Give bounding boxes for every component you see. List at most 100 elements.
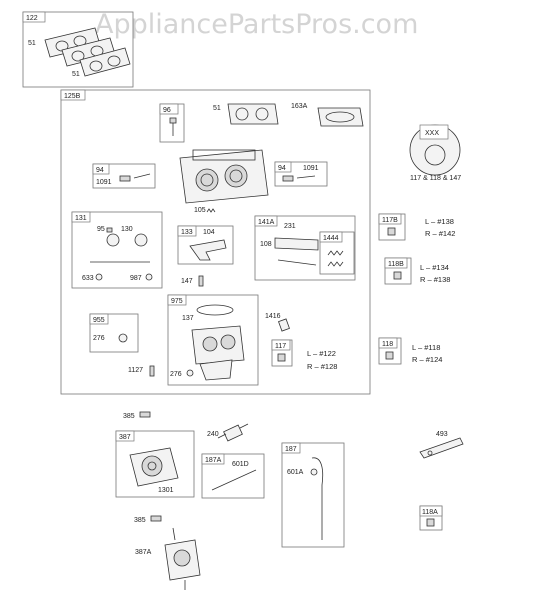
screw-icon [149,365,155,377]
label-147: 147 [181,278,193,285]
label-493: 493 [436,431,448,438]
screw-icon [198,275,204,287]
label-387: 387 [119,434,131,441]
label-385-top: 385 [123,413,135,420]
group-94-right: 94 1091 [274,161,328,187]
ref-117-right: R – #128 [307,362,337,371]
ref-118b-left: L – #134 [420,263,449,272]
hose-icon [211,469,257,491]
carburetor-icon [191,304,245,381]
label-51-bottom: 51 [72,71,80,78]
label-122: 122 [26,15,38,22]
label-104: 104 [203,229,215,236]
group-387: 387 1301 [115,430,195,498]
label-1091-left: 1091 [96,179,112,186]
label-633: 633 [82,275,94,282]
label-987: 987 [130,275,142,282]
label-141a: 141A [258,219,275,226]
label-1127: 1127 [128,367,143,374]
jet-icon [385,351,394,360]
label-1416: 1416 [265,313,281,320]
spring-icon [327,250,344,267]
ref-117b-left: L – #138 [425,217,454,226]
group-187: 187 601A [281,442,345,548]
jet-icon [277,353,286,362]
screw-icon [150,515,162,522]
group-133: 133 104 [177,225,234,265]
label-276: 276 [93,335,105,342]
clamp-icon [310,468,318,476]
bracket-icon [189,239,227,261]
label-137: 137 [182,315,194,322]
fuel-pump-icon [129,447,179,487]
label-975: 975 [171,298,183,305]
group-187a: 187A 601D [201,453,265,499]
fuel-filter-icon [217,423,249,442]
label-105: 105 [194,207,206,214]
nut-icon [118,333,128,343]
ref-118-right: R – #124 [412,355,442,364]
label-96: 96 [163,107,171,114]
label-118a: 118A [422,509,438,516]
label-94-left: 94 [96,167,104,174]
label-955: 955 [93,317,105,324]
ref-117-left: L – #122 [307,349,336,358]
group-125b: 125B [60,89,371,395]
gasket-icon [317,107,364,127]
group-118: 118 L – #118 R – #124 [378,337,442,365]
label-387a: 387A [135,549,152,556]
label-1091-right: 1091 [303,165,319,172]
label-130: 130 [121,226,133,233]
spring-icon [206,208,216,213]
jet-icon [393,271,402,280]
label-108: 108 [260,241,272,248]
label-601a: 601A [287,469,304,476]
group-96: 96 [159,103,185,143]
label-117: 117 [275,343,286,350]
ref-117b-right: R – #142 [425,229,455,238]
label-187: 187 [285,446,297,453]
group-117b: 117B L – #138 R – #142 [378,213,455,241]
group-118b: 118B L – #134 R – #138 [384,257,450,285]
valve-icon [169,117,177,136]
label-117b: 117B [382,217,398,224]
governor-arm-icon [274,237,319,266]
label-385-bottom: 385 [134,517,146,524]
hose-icon [311,457,324,540]
label-51-left: 51 [28,40,36,47]
gasket-icon [44,27,131,77]
label-187a: 187A [205,457,222,464]
group-131: 131 95 130 633 987 [71,211,163,289]
label-xxx: XXX [425,130,439,137]
group-117-118-147: XXX 117 & 118 & 147 [409,124,461,182]
label-131: 131 [75,215,87,222]
label-240: 240 [207,431,219,438]
jet-icon [387,227,396,236]
screw-icon [139,411,151,418]
group-122: 122 51 51 [22,11,134,88]
jet-icon [278,318,290,332]
ref-118b-right: R – #138 [420,275,450,284]
label-118b: 118B [388,261,404,268]
label-133: 133 [181,229,193,236]
bracket-icon [419,437,464,459]
watermark: AppliancePartsPros.com [95,9,418,40]
label-1301: 1301 [158,487,174,494]
group-141a: 141A 231 108 1444 [254,215,356,281]
label-117-118-147: 117 & 118 & 147 [410,175,461,182]
gasket-icon [227,103,279,125]
rocker-icon [119,173,151,182]
jet-icon [426,518,435,527]
group-975: 975 137 276 [167,294,259,386]
group-955: 955 276 [89,313,139,353]
label-118: 118 [382,341,393,348]
cylinder-head-icon [179,149,269,204]
breather-cover-icon [90,227,150,263]
ref-118-left: L – #118 [412,343,440,352]
label-1444: 1444 [323,235,339,242]
group-94-left: 94 1091 [92,163,156,189]
label-231: 231 [284,223,296,230]
label-51-top: 51 [213,105,221,112]
group-117: 117 L – #122 R – #128 [271,339,337,371]
fuel-pump-icon [164,527,201,590]
